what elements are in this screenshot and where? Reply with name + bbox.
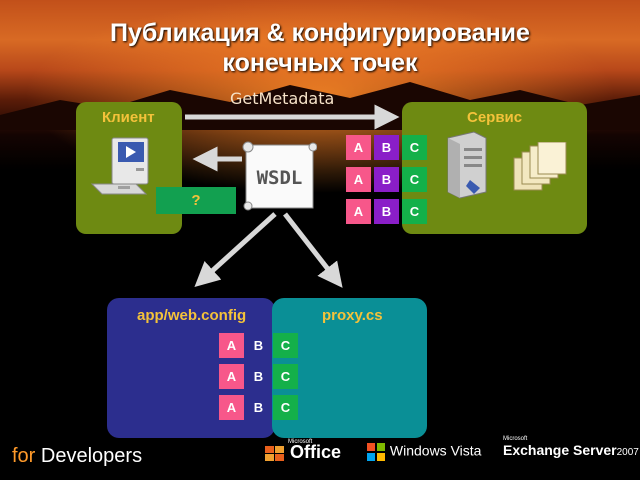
- exchange-year: 2007: [616, 447, 639, 458]
- abc-contract: C: [273, 333, 298, 358]
- abc-binding: B: [374, 167, 399, 192]
- abc-address: A: [219, 395, 244, 420]
- office-ms-text: Microsoft: [288, 439, 313, 445]
- developers-text: Developers: [35, 445, 143, 467]
- vista-text: Windows Vista: [389, 442, 482, 459]
- client-label: Клиент: [102, 109, 155, 126]
- abc-address: A: [219, 364, 244, 389]
- windows-flag-icon: [367, 443, 385, 461]
- for-text: for: [12, 445, 36, 467]
- abc-contract: C: [402, 167, 427, 192]
- proxy-label: proxy.cs: [322, 307, 383, 324]
- exchange-ms-text: Microsoft: [503, 436, 528, 442]
- wsdl-label: WSDL: [256, 167, 303, 189]
- windows-vista-logo: Windows Vista: [366, 442, 481, 462]
- abc-binding: B: [374, 199, 399, 224]
- office-text: Office: [290, 442, 342, 462]
- abc-contract: C: [402, 135, 427, 160]
- server-icon: [447, 131, 487, 199]
- office-logo: Microsoft Office: [265, 439, 342, 463]
- exchange-logo: Microsoft Exchange Server2007: [503, 436, 639, 458]
- abc-binding: B: [246, 364, 271, 389]
- title-line-2: конечных точек: [222, 49, 418, 77]
- for-developers-logo: for Developers: [12, 445, 142, 468]
- abc-binding: B: [374, 135, 399, 160]
- abc-binding: B: [246, 333, 271, 358]
- documents-icon: [513, 142, 567, 191]
- title-line-1: Публикация & конфигурирование: [110, 19, 530, 47]
- service-label: Сервис: [467, 109, 523, 126]
- wsdl-scroll-icon: [242, 141, 317, 211]
- abc-contract: C: [273, 364, 298, 389]
- getmetadata-label: GetMetadata: [230, 89, 335, 108]
- office-icon: [265, 446, 284, 462]
- slide-title: Публикация & конфигурирование конечных т…: [0, 18, 640, 78]
- abc-address: A: [346, 135, 371, 160]
- unknown-box: ?: [156, 187, 236, 214]
- abc-contract: C: [273, 395, 298, 420]
- wsdl-to-config-arrow: [194, 212, 277, 288]
- wsdl-to-proxy-arrow: [283, 212, 343, 288]
- abc-binding: B: [246, 395, 271, 420]
- abc-contract: C: [402, 199, 427, 224]
- service-box: Сервис: [402, 102, 587, 234]
- exchange-text: Exchange Server: [503, 442, 617, 458]
- abc-address: A: [346, 199, 371, 224]
- abc-address: A: [219, 333, 244, 358]
- abc-address: A: [346, 167, 371, 192]
- computer-icon: [90, 137, 149, 195]
- config-label: app/web.config: [137, 307, 247, 324]
